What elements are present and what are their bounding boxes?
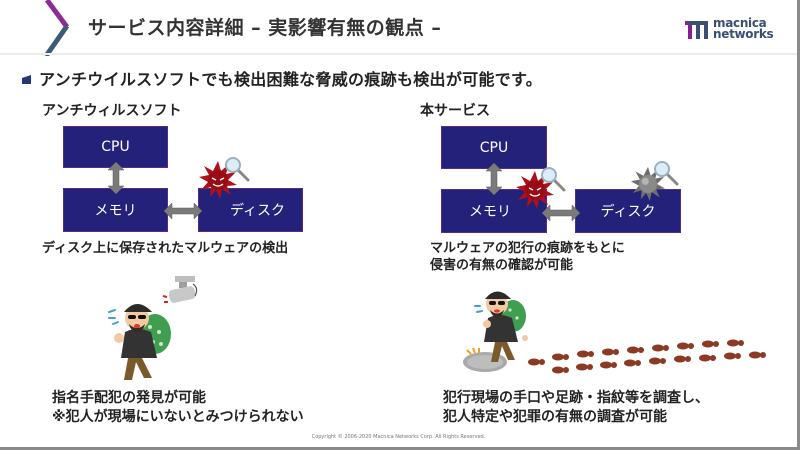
thief-with-footprints-illustration — [463, 291, 766, 374]
right-panel-label: 本サービス — [420, 103, 490, 119]
right-bottom-line1: 犯行現場の手口や足跡・指紋等を調査し、 — [443, 390, 709, 406]
left-memory-label: メモリ — [94, 203, 137, 219]
logo-line1: macnica — [713, 16, 767, 30]
bidirectional-arrow-icon — [485, 163, 503, 195]
page-title: サービス内容詳細 – 実影響有無の観点 – — [88, 17, 442, 39]
right-caption: マルウェアの犯行の痕跡をもとに 侵害の有無の確認が可能 — [430, 240, 625, 274]
magnifier-icon — [541, 167, 566, 192]
left-disk-box: ディスク — [198, 188, 303, 232]
left-bottom-text: 指名手配犯の発見が可能 ※犯人が現場にいないとみつけられない — [52, 389, 304, 427]
right-cpu-label: CPU — [479, 139, 509, 156]
left-caption: ディスク上に保存されたマルウェアの検出 — [42, 241, 289, 256]
left-cpu-box: CPU — [63, 126, 168, 168]
right-caption-line1: マルウェアの犯行の痕跡をもとに — [430, 241, 625, 256]
frame-border-bottom — [0, 447, 800, 450]
footprints-icon — [528, 339, 766, 374]
magnifier-icon — [225, 157, 250, 182]
header-divider — [0, 53, 797, 55]
left-bottom-line2: ※犯人が現場にいないとみつけられない — [52, 409, 304, 425]
security-camera-icon — [162, 276, 198, 303]
bullet-point: アンチウイルスソフトでも検出困難な脅威の痕跡も検出が可能です。 — [22, 66, 542, 90]
right-disk-box: ディスク — [575, 189, 681, 233]
right-memory-label: メモリ — [469, 204, 511, 220]
thief-with-camera-illustration — [108, 276, 198, 380]
magnifier-icon — [654, 161, 679, 186]
bullet-text: アンチウイルスソフトでも検出困難な脅威の痕跡も検出が可能です。 — [39, 70, 543, 89]
left-disk-label: ディスク — [229, 203, 286, 219]
logo-line2: networks — [713, 27, 774, 41]
left-cpu-label: CPU — [101, 139, 130, 155]
left-bottom-line1: 指名手配犯の発見が可能 — [52, 390, 206, 406]
malware-red-icon — [516, 171, 554, 209]
left-memory-box: メモリ — [63, 188, 168, 232]
right-bottom-text: 犯行現場の手口や足跡・指紋等を調査し、 犯人特定や犯罪の有無の調査が可能 — [443, 389, 709, 427]
bidirectional-arrow-icon — [164, 202, 202, 220]
bidirectional-arrow-icon — [107, 162, 125, 194]
frame-border-right — [797, 0, 800, 450]
right-caption-line2: 侵害の有無の確認が可能 — [430, 258, 574, 273]
copyright: Copyright © 2006-2020 Macnica Networks C… — [311, 434, 486, 440]
left-panel-label: アンチウィルスソフト — [42, 103, 182, 119]
bidirectional-arrow-icon — [542, 204, 580, 222]
right-disk-label: ディスク — [600, 204, 656, 220]
right-bottom-line2: 犯人特定や犯罪の有無の調査が可能 — [443, 409, 667, 425]
macnica-logo: macnica networks — [685, 16, 774, 41]
malware-gray-icon — [630, 166, 666, 202]
bullet-square-icon — [22, 75, 31, 84]
malware-red-icon — [199, 161, 237, 199]
macnica-logo-icon — [685, 21, 708, 39]
header-chevron-icon — [43, 0, 70, 56]
